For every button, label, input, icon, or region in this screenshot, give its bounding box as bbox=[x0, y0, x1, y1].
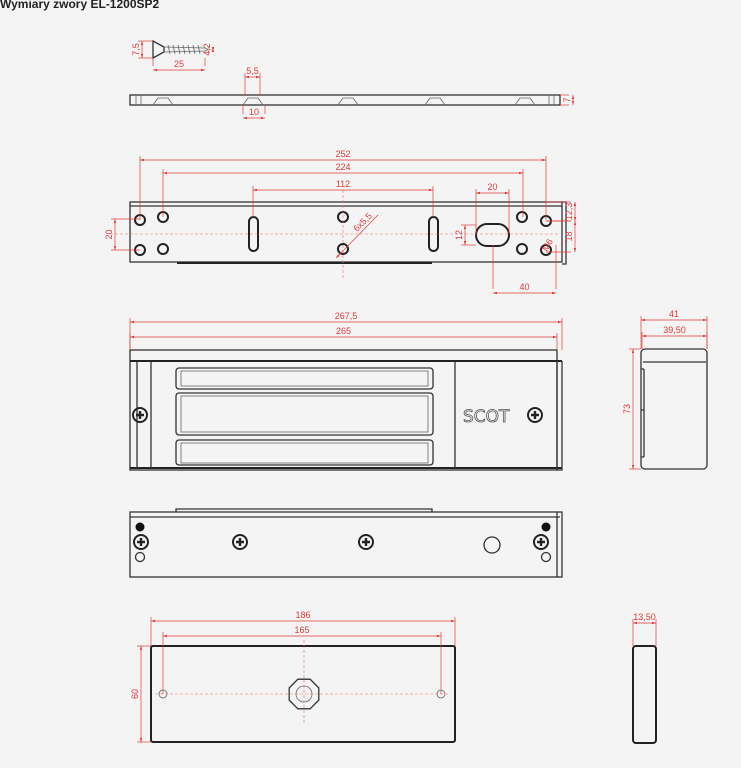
screw-icon bbox=[527, 407, 543, 423]
scot-logo: SCOT bbox=[463, 407, 510, 427]
screw-icon bbox=[132, 407, 148, 423]
dimension-d12: 12 bbox=[454, 224, 476, 246]
svg-text:13,50: 13,50 bbox=[633, 612, 656, 622]
svg-text:39,50: 39,50 bbox=[663, 325, 686, 335]
dimension-hole_top: 5,5 bbox=[244, 66, 261, 95]
svg-text:41: 41 bbox=[669, 309, 679, 319]
dimension-screw_head: 7,5 bbox=[131, 40, 153, 59]
screw-drawing bbox=[152, 39, 209, 60]
svg-text:224: 224 bbox=[335, 162, 350, 172]
svg-text:18: 18 bbox=[564, 231, 574, 241]
dimension-d13_50: 13,50 bbox=[632, 612, 657, 646]
svg-text:4,2: 4,2 bbox=[202, 43, 212, 56]
svg-text:7,5: 7,5 bbox=[131, 43, 141, 56]
mounting-hole bbox=[516, 243, 528, 255]
dimension-bracket_thickness: 7 bbox=[560, 94, 575, 106]
magnet-front-view: SCOT bbox=[129, 349, 563, 471]
dimension-d18: 18 bbox=[546, 220, 577, 253]
page-title: Wymiary zwory EL-1200SP2 bbox=[0, 0, 160, 11]
open-hole bbox=[540, 551, 552, 563]
dimension-d60: 60 bbox=[130, 645, 151, 743]
svg-text:112: 112 bbox=[336, 179, 350, 189]
mounting-hole bbox=[540, 244, 552, 256]
dimension-d265: 265 bbox=[129, 326, 558, 350]
svg-text:5,5: 5,5 bbox=[246, 66, 259, 76]
armature-plate bbox=[150, 645, 657, 744]
bracket-top-view bbox=[129, 201, 567, 265]
dimension-hole_bottom: 10 bbox=[242, 105, 266, 120]
svg-text:40: 40 bbox=[519, 282, 529, 292]
magnet-bottom-view bbox=[129, 407, 563, 578]
svg-text:7: 7 bbox=[562, 97, 572, 102]
svg-text:M6: M6 bbox=[540, 237, 555, 253]
svg-text:165: 165 bbox=[294, 625, 309, 635]
dimension-thread_label: M6 bbox=[540, 237, 555, 253]
dimension-d20_slot: 20 bbox=[475, 182, 510, 234]
mounting-hole bbox=[516, 211, 528, 223]
dimension-d165: 165 bbox=[162, 625, 442, 694]
svg-text:265: 265 bbox=[336, 326, 351, 336]
svg-text:60: 60 bbox=[130, 689, 140, 699]
magnet-side-view bbox=[640, 348, 708, 470]
dimension-d73: 73 bbox=[622, 348, 641, 470]
dimension-d252: 252 bbox=[139, 149, 547, 220]
svg-text:73: 73 bbox=[622, 404, 632, 414]
screw-icon bbox=[133, 534, 149, 550]
svg-text:20: 20 bbox=[487, 182, 497, 192]
dimension-holes_label: 6x5,5 bbox=[335, 211, 379, 259]
svg-text:267,5: 267,5 bbox=[335, 311, 358, 321]
dimension-d112: 112 bbox=[252, 179, 434, 217]
dimension-d186: 186 bbox=[150, 610, 456, 646]
open-hole bbox=[134, 551, 146, 563]
svg-text:12,3: 12,3 bbox=[564, 203, 574, 221]
svg-text:20: 20 bbox=[104, 229, 114, 239]
svg-text:12: 12 bbox=[454, 230, 464, 240]
dimension-d224: 224 bbox=[162, 162, 524, 217]
screw-icon bbox=[533, 534, 549, 550]
filled-hole bbox=[135, 522, 145, 532]
svg-text:186: 186 bbox=[295, 610, 310, 620]
svg-text:25: 25 bbox=[174, 59, 184, 69]
dimension-d39_50: 39,50 bbox=[641, 325, 708, 349]
dimension-screw_length: 25 bbox=[152, 58, 206, 72]
mounting-hole bbox=[157, 243, 169, 255]
filled-hole bbox=[541, 522, 551, 532]
dimension-screw_diameter: 4,2 bbox=[202, 43, 215, 56]
svg-text:10: 10 bbox=[249, 107, 259, 117]
svg-text:252: 252 bbox=[335, 149, 350, 159]
screw-icon bbox=[358, 534, 374, 550]
screw-icon bbox=[232, 534, 248, 550]
bracket-side-profile bbox=[129, 94, 561, 106]
mounting-hole bbox=[337, 243, 349, 255]
dimension-d20_vertical: 20 bbox=[104, 218, 140, 251]
